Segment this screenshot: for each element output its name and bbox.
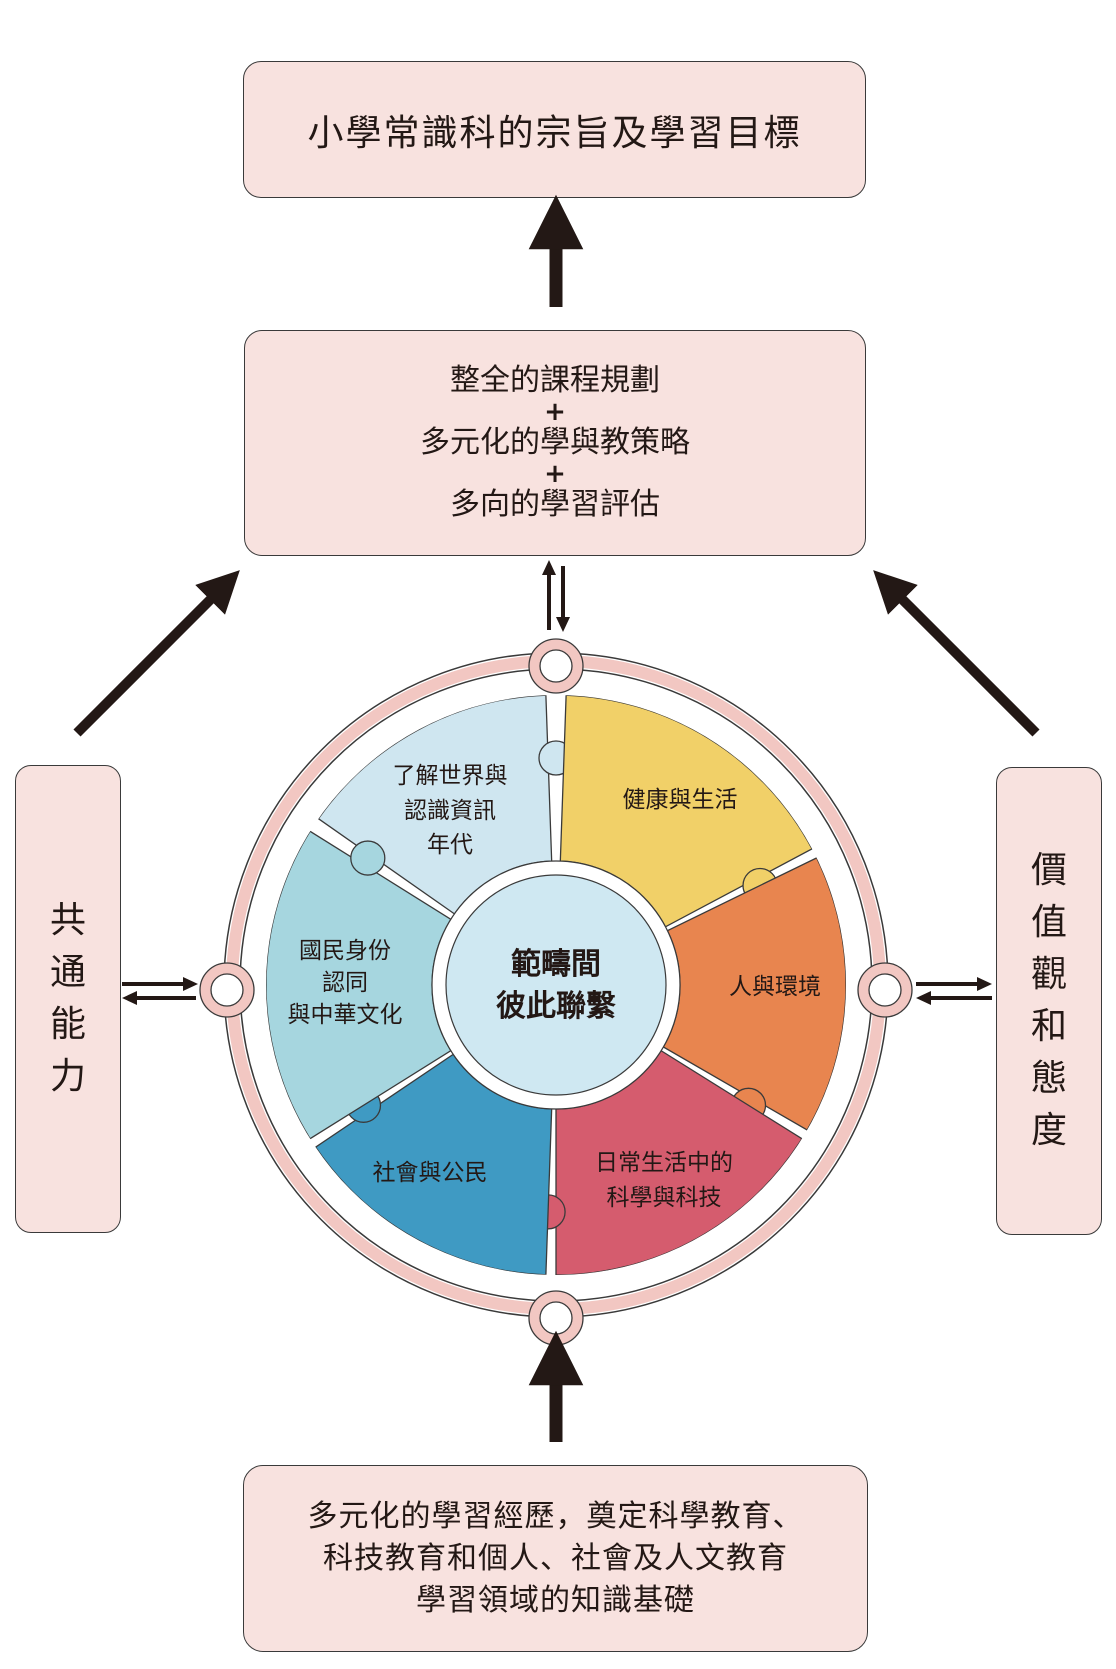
curriculum-line-3: 多向的學習評估 [450,487,660,522]
learning-experience-line-1: 多元化的學習經歷，奠定科學教育、 [307,1498,804,1534]
label-health: 健康與生活 [623,787,738,813]
values-attitudes-text: 價 值 觀 和 態 度 [1031,845,1067,1157]
generic-skills-char: 力 [49,1056,86,1097]
plus-sign-2: + [544,459,566,489]
label-world-3: 年代 [427,832,473,858]
learning-experience-line-2: 科技教育和個人、社會及人文教育 [323,1540,788,1576]
label-identity-2: 認同 [322,970,368,996]
label-identity-3: 與中華文化 [288,1002,403,1028]
generic-skills-box: 共 通 能 力 [15,765,121,1233]
values-char: 度 [1030,1110,1067,1151]
center-hub: 範疇間 彼此聯繫 [431,860,681,1110]
learning-experience-box: 多元化的學習經歷，奠定科學教育、 科技教育和個人、社會及人文教育 學習領域的知識… [243,1465,868,1652]
values-char: 價 [1030,850,1067,891]
values-char: 和 [1030,1006,1067,1047]
connector-left [199,962,255,1018]
center-label-line-1: 範疇間 [511,947,601,982]
label-society: 社會與公民 [373,1160,488,1186]
curriculum-line-2: 多元化的學與教策略 [420,425,690,460]
double-arrow-right [916,977,992,1005]
connector-right [857,962,913,1018]
values-attitudes-box: 價 值 觀 和 態 度 [996,767,1102,1235]
values-char: 態 [1030,1058,1067,1099]
generic-skills-text: 共 通 能 力 [50,895,86,1103]
goal-text: 小學常識科的宗旨及學習目標 [307,112,802,154]
puzzle-pieces [266,695,846,1275]
connector-bottom [528,1290,584,1346]
ring-connectors [199,638,913,1346]
piece-labels: 了解世界與 認識資訊 年代 健康與生活 人與環境 日常生活中的 科學與科技 社會… [288,763,822,1211]
values-char: 值 [1030,902,1067,943]
piece-identity-tab [350,840,386,876]
generic-skills-char: 共 [49,900,86,941]
label-world-2: 認識資訊 [404,798,496,824]
flow-arrows [73,194,1040,1442]
double-arrow-top [542,560,570,632]
arrow-right-diagonal [873,570,1040,737]
label-science-2: 科學與科技 [607,1185,722,1211]
label-environment: 人與環境 [729,974,821,1000]
label-science-1: 日常生活中的 [595,1150,733,1176]
values-char: 觀 [1030,954,1067,995]
connector-top [528,638,584,694]
generic-skills-char: 能 [49,1004,86,1045]
label-identity-1: 國民身份 [299,938,391,964]
curriculum-box: 整全的課程規劃 + 多元化的學與教策略 + 多向的學習評估 [244,330,866,556]
center-label-line-2: 彼此聯繫 [496,989,616,1024]
learning-experience-line-3: 學習領域的知識基礎 [416,1582,695,1618]
curriculum-line-1: 整全的課程規劃 [450,363,660,398]
arrow-left-diagonal [73,570,240,737]
double-arrow-left [122,977,198,1005]
plus-sign-1: + [544,397,566,427]
label-world-1: 了解世界與 [393,763,508,789]
generic-skills-char: 通 [49,952,86,993]
goal-box: 小學常識科的宗旨及學習目標 [243,61,866,198]
